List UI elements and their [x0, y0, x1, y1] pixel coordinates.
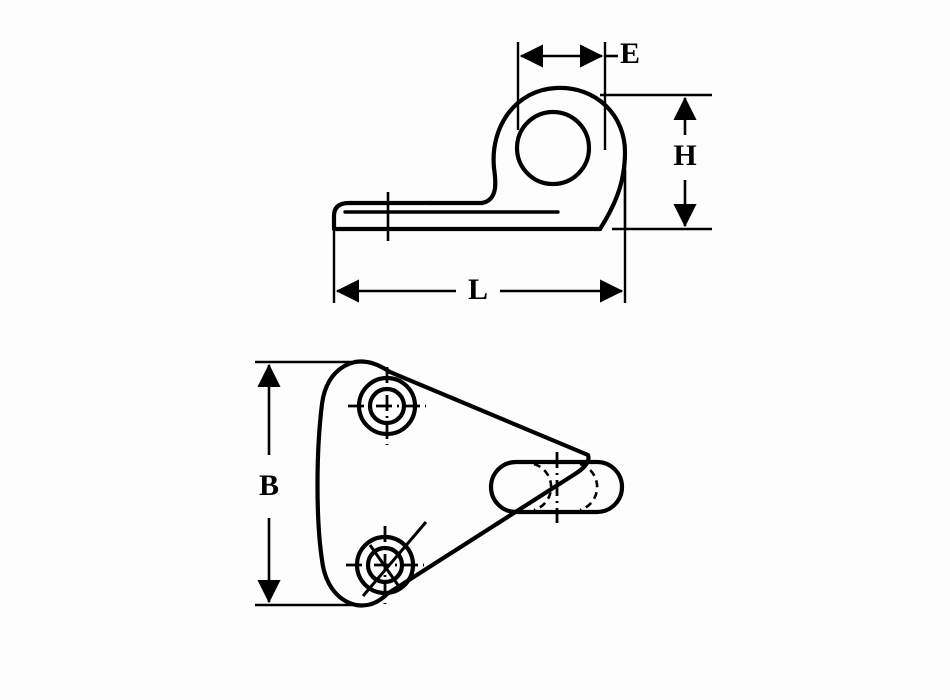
slot-hidden-arc-left	[533, 462, 553, 512]
slot-outline	[488, 459, 625, 515]
base-plate-profile	[331, 85, 628, 232]
lower-hole-diagonal-line	[361, 521, 428, 597]
dimension-label-L: L	[468, 273, 488, 306]
slot-hidden-arc-right	[579, 462, 599, 512]
dimension-B: B	[255, 360, 356, 607]
bolt-hole-upper	[348, 367, 426, 445]
dimension-label-H: H	[673, 139, 696, 172]
dimension-label-B: B	[259, 469, 279, 502]
eye-loop-bore	[514, 109, 592, 187]
side-elevation-view: E H L	[331, 37, 712, 306]
plan-view: B	[255, 359, 625, 608]
dimension-L: L	[332, 170, 627, 306]
bolt-hole-lower	[346, 521, 428, 604]
lower-hole-diagonal-line-2	[368, 544, 402, 589]
dimension-label-E: E	[620, 37, 640, 70]
eye-slot	[488, 452, 625, 523]
plate-outline	[315, 359, 591, 608]
